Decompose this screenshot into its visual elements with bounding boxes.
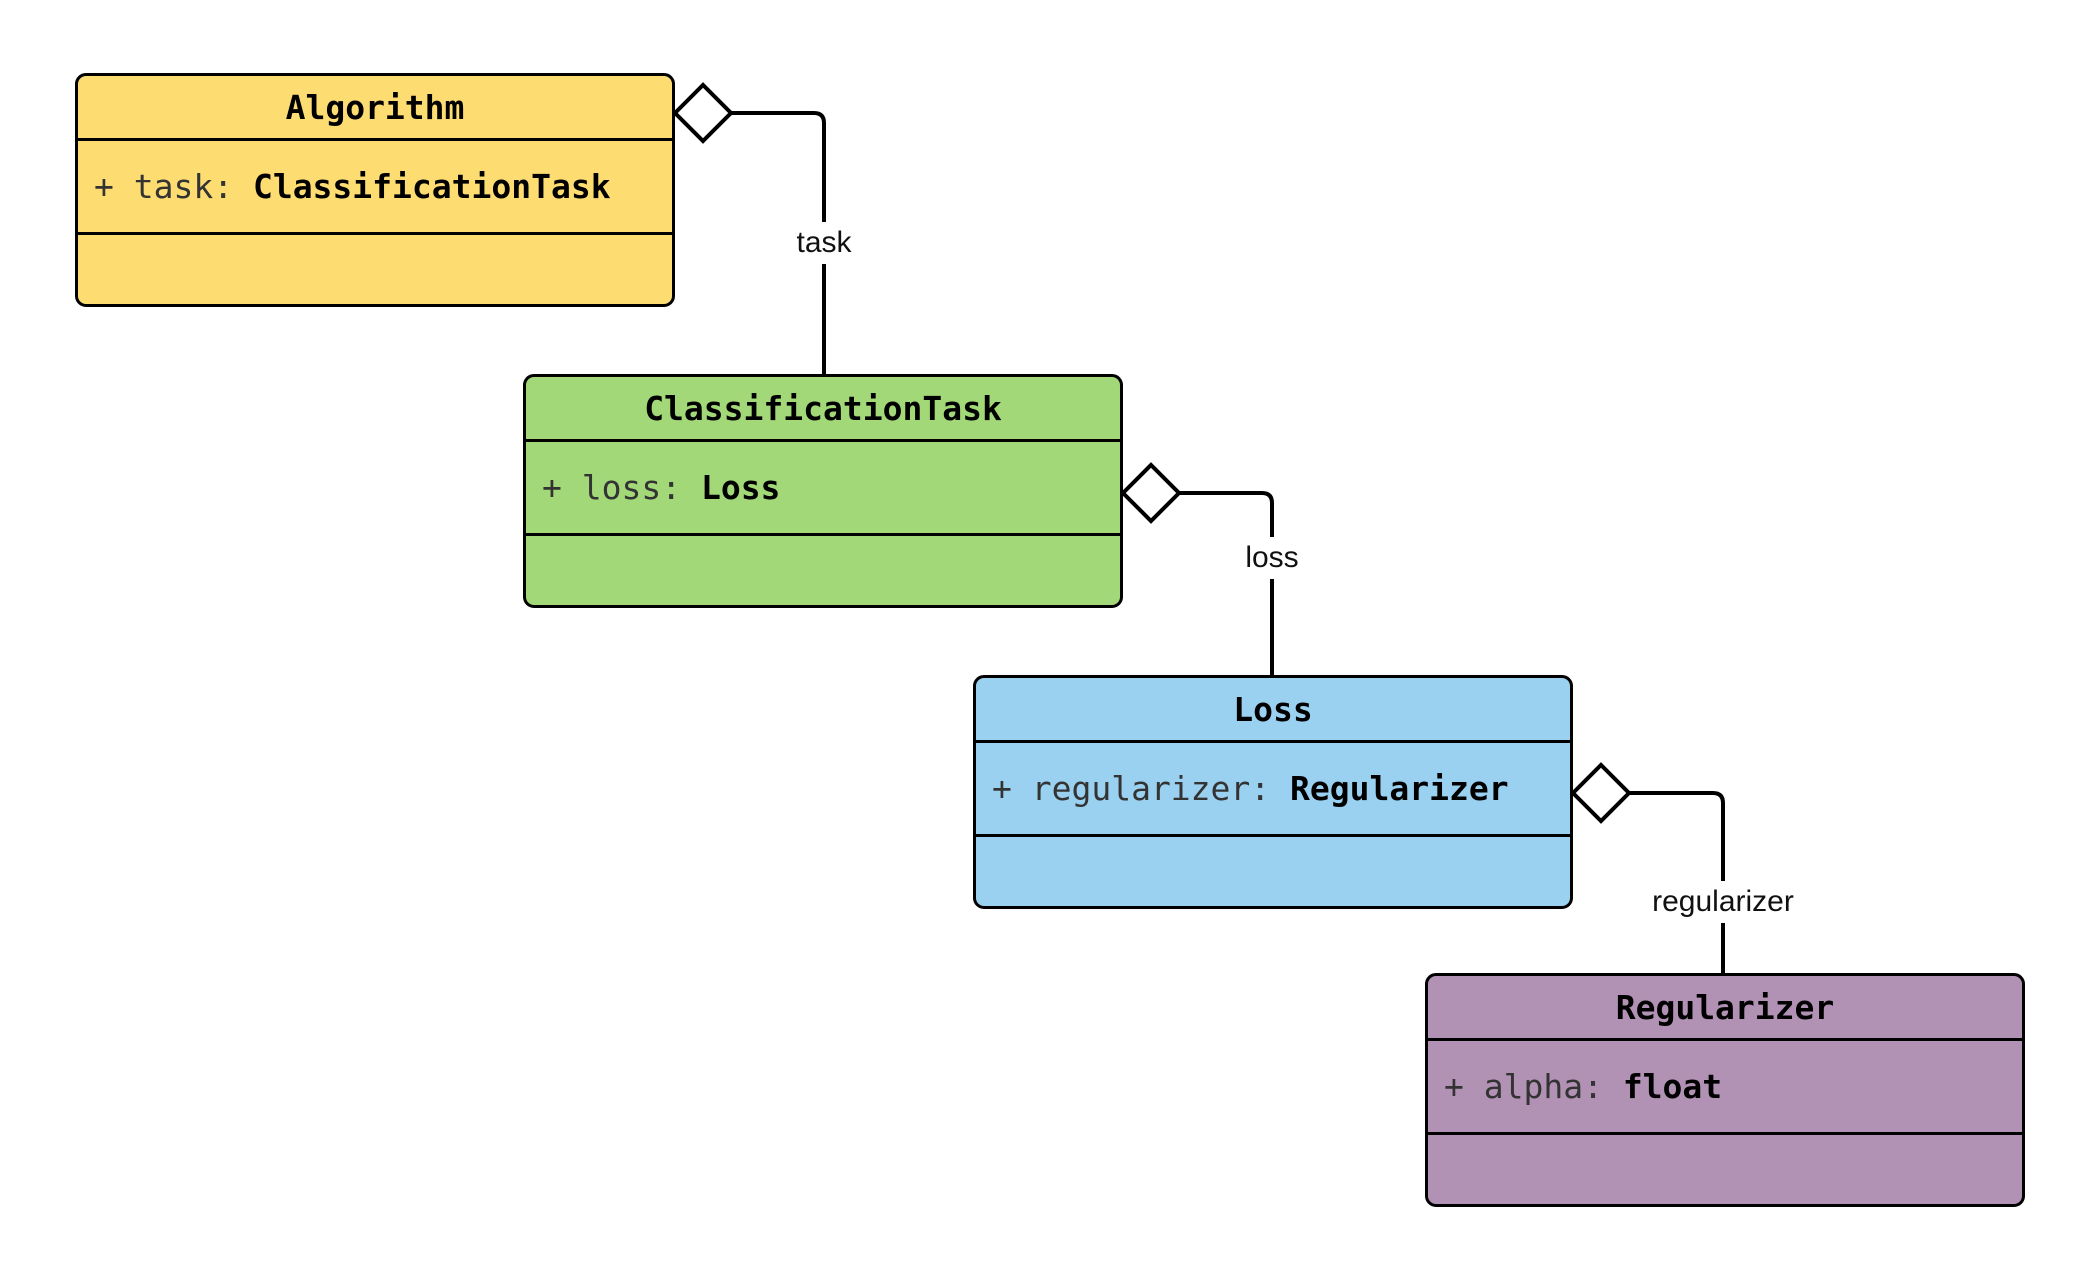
class-box-algorithm[interactable]: Algorithm + task: ClassificationTask: [75, 73, 675, 307]
edge-label-loss: loss: [1240, 537, 1304, 579]
aggregation-diamond-icon: [1120, 462, 1182, 524]
attribute-prefix: + regularizer:: [992, 769, 1291, 808]
class-methods-empty: [976, 834, 1570, 906]
edge-line-loss: [1179, 491, 1274, 675]
attribute-prefix: + loss:: [542, 468, 701, 507]
attribute-type: ClassificationTask: [252, 167, 611, 206]
class-box-classificationtask[interactable]: ClassificationTask + loss: Loss: [523, 374, 1123, 608]
class-attributes: + regularizer: Regularizer: [976, 740, 1570, 834]
class-box-loss[interactable]: Loss + regularizer: Regularizer: [973, 675, 1573, 909]
edge-line-regularizer: [1629, 791, 1725, 973]
edge-label-task: task: [791, 222, 857, 264]
attribute-prefix: + alpha:: [1444, 1067, 1623, 1106]
class-title: Algorithm: [285, 87, 465, 127]
edge-label-regularizer: regularizer: [1647, 881, 1799, 923]
class-title: ClassificationTask: [644, 388, 1002, 428]
attribute-prefix: + task:: [94, 167, 253, 206]
attribute-type: float: [1622, 1067, 1723, 1106]
aggregation-diamond-icon: [1570, 762, 1632, 824]
class-methods-empty: [526, 533, 1120, 605]
class-attributes: + task: ClassificationTask: [78, 138, 672, 232]
edge-line-task: [731, 111, 826, 374]
class-attributes: + alpha: float: [1428, 1038, 2022, 1132]
class-title: Loss: [1233, 689, 1313, 729]
class-methods-empty: [1428, 1132, 2022, 1204]
aggregation-diamond-icon: [672, 82, 734, 144]
class-title: Regularizer: [1615, 987, 1835, 1027]
class-box-regularizer[interactable]: Regularizer + alpha: float: [1425, 973, 2025, 1207]
class-attributes: + loss: Loss: [526, 439, 1120, 533]
attribute-type: Regularizer: [1290, 769, 1509, 808]
attribute-type: Loss: [700, 468, 781, 507]
class-methods-empty: [78, 232, 672, 304]
